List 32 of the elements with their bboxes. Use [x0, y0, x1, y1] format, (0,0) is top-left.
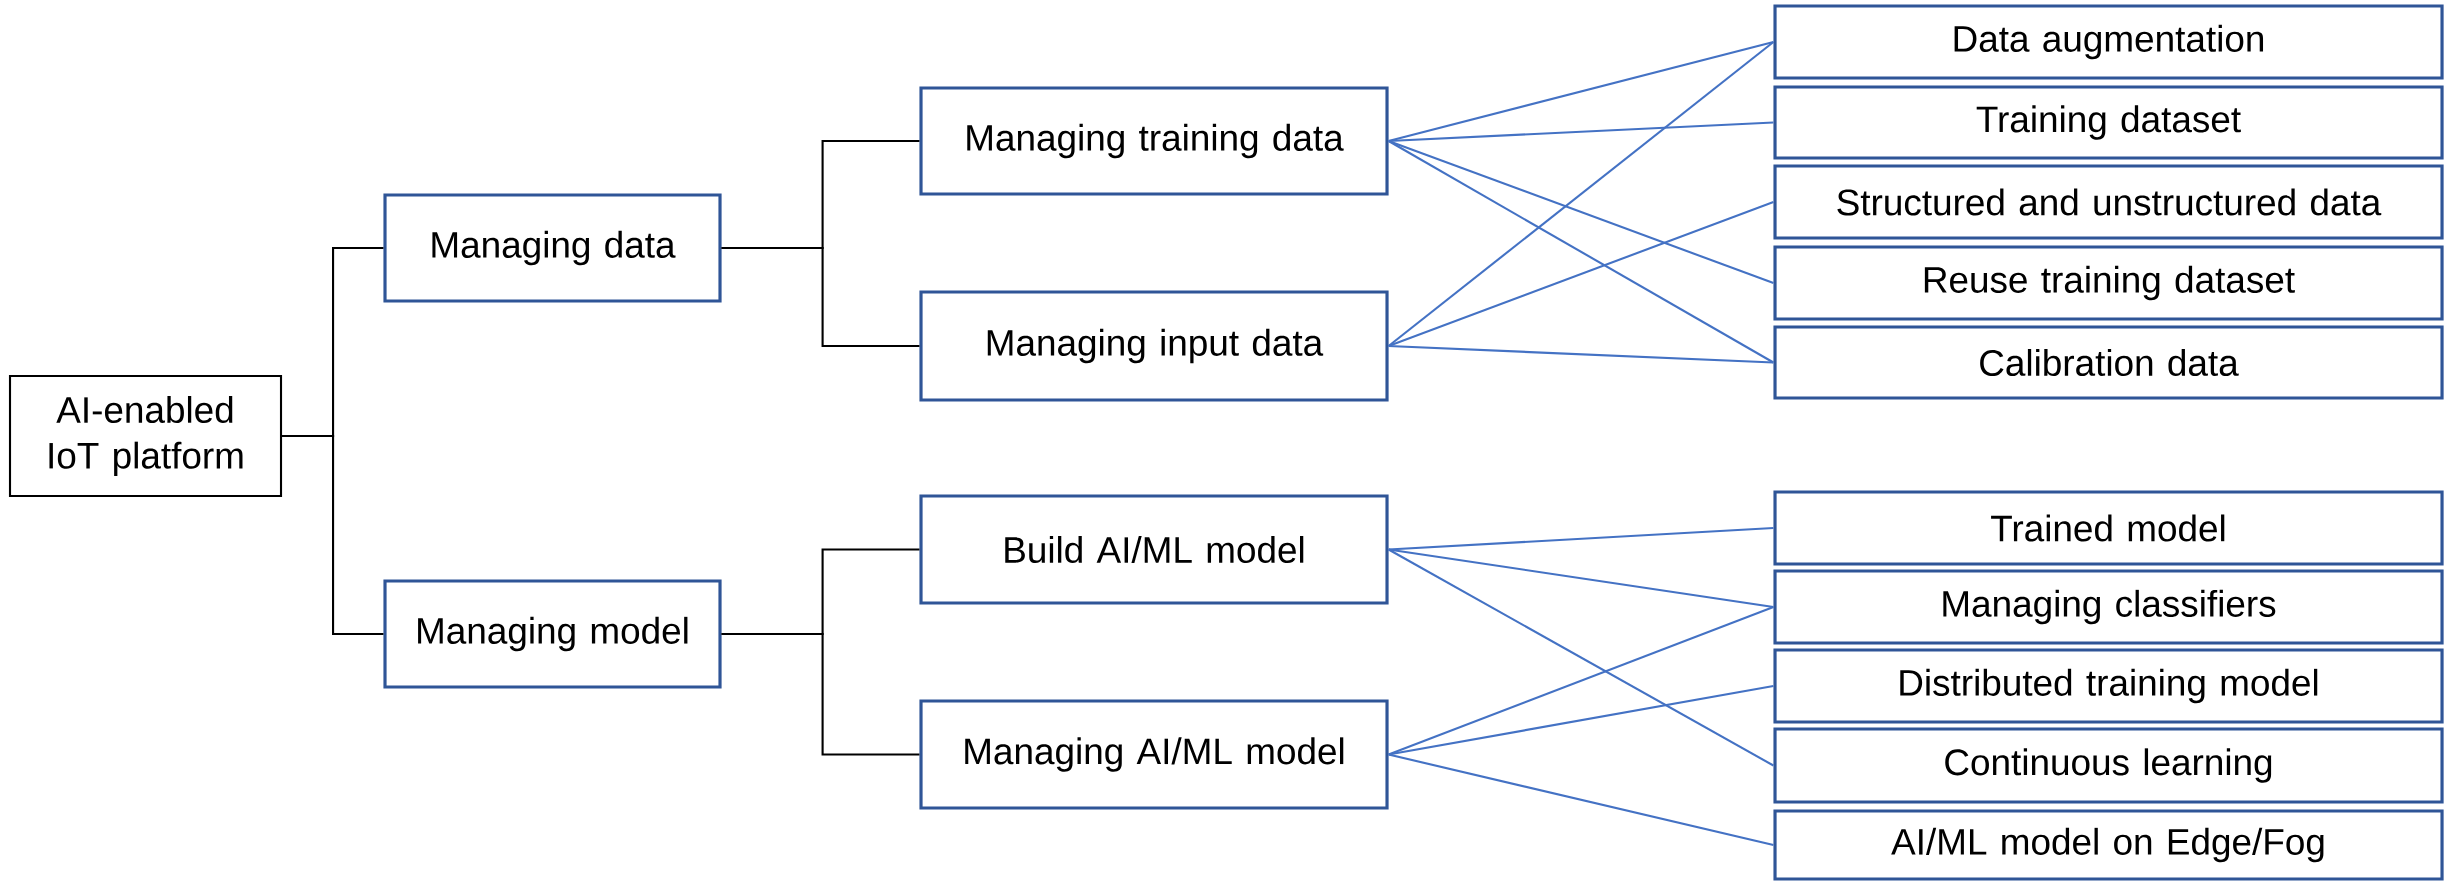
connector-line	[1387, 41, 1775, 347]
connector-line	[1388, 753, 1774, 847]
process-box: Calibration data	[1773, 325, 2444, 400]
connector-line	[721, 246, 920, 348]
connector-line	[1388, 548, 1774, 767]
connector-line	[1388, 41, 1774, 143]
connector-line	[1388, 548, 1774, 609]
connector-line	[1388, 685, 1774, 756]
connector-line	[1388, 201, 1774, 347]
process-box: Managing input data	[919, 290, 1389, 402]
connector-line	[1388, 606, 1774, 756]
process-box: AI-enabled IoT platform	[8, 374, 283, 498]
process-box: Trained model	[1773, 490, 2444, 566]
process-box: Training dataset	[1773, 85, 2444, 160]
connector-line	[721, 632, 920, 756]
connector-line	[1388, 344, 1774, 364]
connector-line	[282, 434, 384, 636]
process-box: Managing training data	[919, 86, 1389, 196]
process-box: Managing data	[383, 193, 722, 303]
process-box: Reuse training dataset	[1773, 245, 2444, 321]
process-box: Continuous learning	[1773, 727, 2444, 804]
process-box: AI/ML model on Edge/Fog	[1773, 809, 2444, 881]
connector-line	[1388, 121, 1774, 143]
process-box: Data augmentation	[1773, 4, 2444, 80]
process-box: Structured and unstructured data	[1773, 164, 2444, 240]
connector-line	[1388, 140, 1774, 364]
connector-line	[1388, 526, 1774, 551]
process-box: Managing AI/ML model	[919, 699, 1389, 810]
process-box: Managing model	[383, 579, 722, 689]
process-box: Distributed training model	[1773, 648, 2444, 724]
process-box: Build AI/ML model	[919, 494, 1389, 605]
process-box: Managing classifiers	[1773, 569, 2444, 645]
